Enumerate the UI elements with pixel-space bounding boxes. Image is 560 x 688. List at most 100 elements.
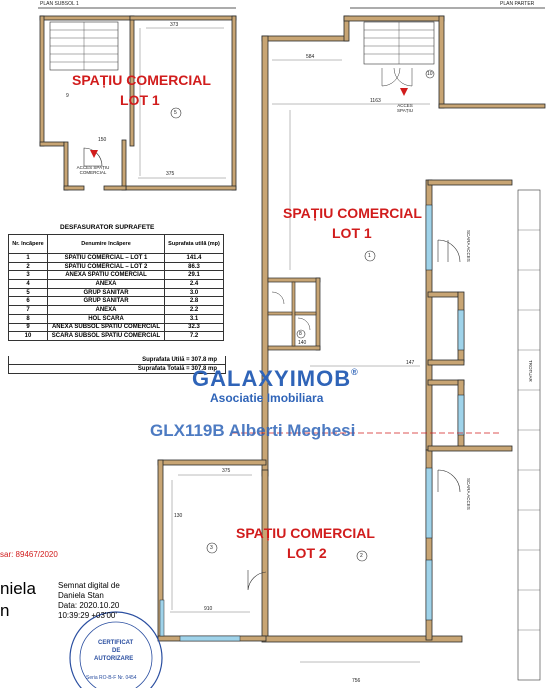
digital-signature-line3: Data: 2020.10.20 xyxy=(58,601,120,610)
room-marker-5: 5 xyxy=(174,110,177,116)
room-marker-2: 2 xyxy=(360,553,363,559)
table-header-row: Nr. încăpere Denumire încăpere Suprafata… xyxy=(8,234,224,254)
table-cell: 86.3 xyxy=(164,261,224,272)
room-marker-10: 10 xyxy=(427,71,433,77)
dim-room-mid: 147 xyxy=(406,360,415,366)
watermark-code: GLX119B Alberti Meghesi xyxy=(150,421,356,440)
ground-floor-plan xyxy=(157,7,546,681)
table-cell: 3.0 xyxy=(164,287,224,298)
table-cell: 32.3 xyxy=(164,322,224,333)
stamp-text-3: AUTORIZARE xyxy=(94,656,134,662)
surface-table: Nr. încăpere Denumire încăpere Suprafata… xyxy=(8,234,224,341)
table-cell: 2.2 xyxy=(164,305,224,315)
stair-access-note-2: SCARA ACCES xyxy=(466,478,471,510)
table-cell: SPATIU COMERCIAL – LOT 2 xyxy=(47,261,165,272)
table-cell: 7 xyxy=(8,305,48,315)
table-cell: 10 xyxy=(8,331,48,341)
table-cell: 9 xyxy=(8,322,48,333)
dim-lot2-top: 375 xyxy=(222,468,231,474)
access-note-basement: ACCES SPAȚIU COMERCIAL xyxy=(76,165,110,175)
access-note-ground: ACCES SPAȚIU xyxy=(397,103,413,113)
table-cell: SPATIU COMERCIAL – LOT 1 xyxy=(47,253,165,263)
digital-signature-line1: Semnat digital de xyxy=(58,581,120,590)
signer-name-line1: niela xyxy=(0,579,36,598)
basement-plan-title: PLAN SUBSOL 1 xyxy=(40,1,79,7)
stair-access-note-1: SCARA ACCES xyxy=(466,230,471,262)
basement-plan xyxy=(38,7,237,191)
table-cell: 141.4 xyxy=(164,253,224,263)
table-cell: 3.1 xyxy=(164,313,224,324)
signer-name-line2: n xyxy=(0,601,10,620)
room-marker-3: 3 xyxy=(210,545,213,551)
room-label-lot1-line1: SPAȚIU COMERCIAL xyxy=(283,205,422,221)
authorization-stamp xyxy=(69,611,163,688)
surface-util: Suprafata Utilă = 307.8 mp xyxy=(142,357,217,363)
surface-total: Suprafata Totală = 307.8 mp xyxy=(9,364,225,373)
dim-lot2-bottom: 910 xyxy=(204,606,213,612)
table-cell: 2.4 xyxy=(164,279,224,289)
surface-totals: Suprafata Utilă = 307.8 mp Suprafata Tot… xyxy=(8,356,226,374)
watermark-logo: GALAXYIMOB® xyxy=(192,368,359,390)
digital-signature-line2: Daniela Stan xyxy=(58,591,104,600)
room-marker-8: 8 xyxy=(299,331,302,337)
room-label-lot1-line2: LOT 1 xyxy=(332,225,372,241)
dim-basement-mid: 150 xyxy=(98,137,107,143)
stamp-text-4: Seria RO-B-F Nr. 0454 xyxy=(86,675,137,681)
table-cell: HOL SCARA xyxy=(47,313,165,324)
dim-ground-right: 1163 xyxy=(370,98,381,104)
dim-lot2-left: 130 xyxy=(174,513,183,519)
watermark-registered: ® xyxy=(351,367,359,377)
table-header: Denumire încăpere xyxy=(47,234,165,254)
dim-basement-bottom: 375 xyxy=(166,171,175,177)
digital-signature-line4: 10:39:29 +03'00' xyxy=(58,611,117,620)
table-cell: ANEXA SUBSOL SPATIU COMERCIAL xyxy=(47,322,165,333)
sidewalk-note: TROTUAR xyxy=(528,360,533,382)
table-cell: ANEXA xyxy=(47,279,165,289)
table-cell: ANEXA SPATIU COMERCIAL xyxy=(47,270,165,281)
room-label-lot1-basement-line1: SPAȚIU COMERCIAL xyxy=(72,72,211,88)
table-cell: 6 xyxy=(8,296,48,307)
dim-basement-top: 373 xyxy=(170,22,179,28)
table-cell: 2.8 xyxy=(164,296,224,307)
watermark-subtitle: Asociatie Imobiliara xyxy=(210,391,324,405)
table-header: Suprafata utilă (mp) xyxy=(164,234,224,254)
watermark-logo-right: IMOB xyxy=(289,366,352,391)
room-marker-9: 9 xyxy=(66,93,69,99)
stamp-text-2: DE xyxy=(112,648,121,654)
table-cell: 29.1 xyxy=(164,270,224,281)
room-label-lot2-line2: LOT 2 xyxy=(287,545,327,561)
table-cell: 3 xyxy=(8,270,48,281)
table-cell: 8 xyxy=(8,313,48,324)
watermark-logo-left: GALAXY xyxy=(192,366,290,391)
ground-plan-title: PLAN PARTER xyxy=(500,1,535,7)
table-header: Nr. încăpere xyxy=(8,234,48,254)
table-cell: 1 xyxy=(8,253,48,263)
table-title: DESFASURATOR SUPRAFETE xyxy=(60,224,155,231)
table-cell: 2 xyxy=(8,261,48,272)
reference-number: sar: 89467/2020 xyxy=(0,550,58,559)
room-marker-1: 1 xyxy=(368,253,371,259)
table-cell: SCARA SUBSOL SPATIU COMERCIAL xyxy=(47,331,165,341)
dim-small: 140 xyxy=(298,340,307,346)
room-markers xyxy=(170,69,435,562)
table-cell: 5 xyxy=(8,287,48,298)
table-cell: GRUP SANITAR xyxy=(47,287,165,298)
room-label-lot1-basement-line2: LOT 1 xyxy=(120,92,160,108)
table-cell: 4 xyxy=(8,279,48,289)
table-cell: GRUP SANITAR xyxy=(47,296,165,307)
room-label-lot2-line1: SPAȚIU COMERCIAL xyxy=(236,525,375,541)
table-cell: 7.2 xyxy=(164,331,224,341)
access-arrows xyxy=(90,88,408,158)
stamp-text-1: CERTIFICAT xyxy=(98,640,134,646)
